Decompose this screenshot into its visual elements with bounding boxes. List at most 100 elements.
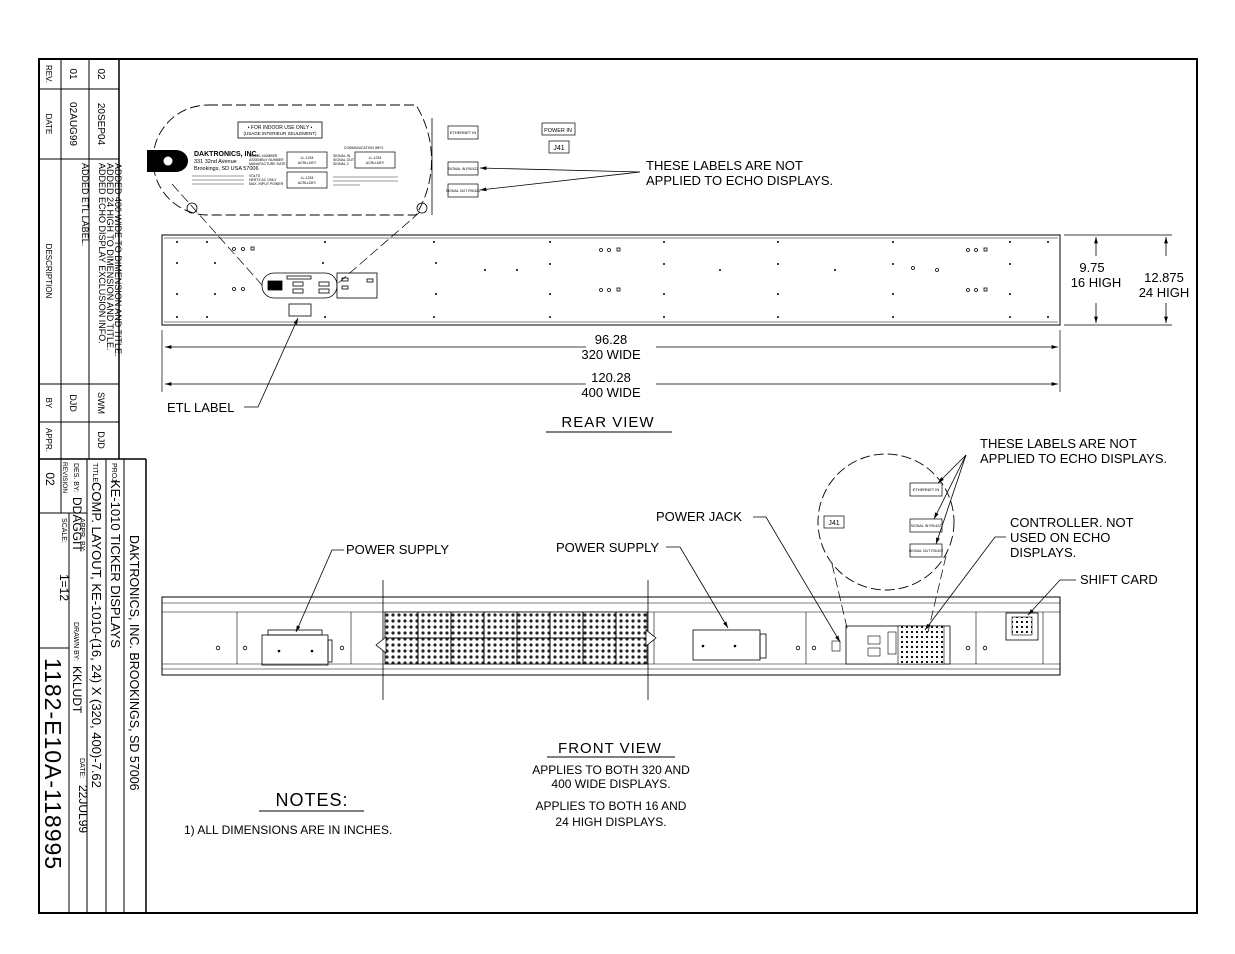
shift-card (1005, 612, 1039, 641)
applies-note-2b: 24 HIGH DISPLAYS. (555, 815, 666, 829)
rear-view-title: REAR VIEW (561, 414, 654, 431)
title-block: DAKTRONICS, INC. BROOKINGS, SD 57006 PRO… (39, 459, 147, 913)
rear-labels-note-1: THESE LABELS ARE NOT (646, 158, 803, 173)
title-value: COMP. LAYOUT, KE-1010-(16, 24) X (320, 4… (89, 482, 104, 788)
plate-model-code: ACRLLDEY (298, 161, 317, 165)
width-dim-2-desc: 400 WIDE (581, 385, 641, 400)
front-labels-note-1: THESE LABELS ARE NOT (980, 436, 1137, 451)
plate-sig-3: SIGNAL 2 (333, 162, 349, 166)
front-j41-label: J41 (828, 520, 839, 527)
front-ethernet-in-label: ETHERNET IN (913, 487, 940, 492)
width-dim-2-value: 120.28 (591, 370, 631, 385)
plate-screw-left (186, 202, 198, 214)
rear-labels-note-2: APPLIED TO ECHO DISPLAYS. (646, 173, 833, 188)
rev-row-1-rev: 01 (67, 68, 78, 80)
rear-ethernet-in-label: ETHERNET IN (450, 130, 477, 135)
plate-model-1: MODEL NUMBER (249, 154, 278, 158)
rev-row-1-date: 02AUG99 (67, 102, 78, 146)
scale-label: SCALE: (60, 518, 67, 543)
rev-header: REV. (44, 65, 53, 83)
controller-note-3: DISPLAYS. (1010, 545, 1076, 560)
drawing-number: 1182-E10A-118995 (40, 658, 66, 870)
rear-callout-outline (152, 104, 433, 216)
enlarged-serial-plate: • FOR INDOOR USE ONLY • (USAGE INTERIEUR… (147, 121, 576, 214)
front-signal-out-label: SIGNAL OUT RS/422 (909, 549, 944, 553)
plate-company-text: DAKTRONICS, INC. (194, 151, 259, 158)
drawn-by-value: KKLUDT (70, 666, 84, 714)
height-dim-1-desc: 16 HIGH (1071, 275, 1122, 290)
scale-value: 1=12 (57, 574, 71, 601)
description-header: DESCRIPTION (44, 244, 53, 299)
plate-screw-right (416, 202, 428, 214)
plate-sig-1: SIGNAL IN (333, 154, 351, 158)
plate-volts-code: ACRLLDEY (298, 181, 317, 185)
date-value: 22JUL99 (76, 785, 90, 833)
plate-address-2: Brookings, SD USA 57006 (194, 166, 259, 172)
date-header: DATE (44, 114, 53, 135)
controller-note-1: CONTROLLER. NOT (1010, 515, 1134, 530)
plate-address-1: 331 32nd Avenue (194, 159, 237, 165)
rev-row-2-description-2: ADDED 24 HIGH TO DIMENSION AND TITLE. (105, 163, 115, 351)
rear-power-in-label: POWER IN (544, 128, 572, 134)
plate-model-value: LL-1234 (301, 156, 314, 160)
controller-board (831, 625, 951, 665)
plate-model-3: MANUFACTURE DATE (249, 162, 286, 166)
plate-comm-info: COMMUNICATION INFO. (344, 146, 384, 150)
plate-sig-2: SIGNAL OUT (333, 158, 355, 162)
notes-title: NOTES: (275, 790, 348, 810)
rev-row-2-description-1: ADDED 400 WIDE TO DIMENSION AND TITLE. (113, 163, 123, 357)
applies-note-2a: APPLIES TO BOTH 16 AND (536, 799, 687, 813)
power-jack-label: POWER JACK (656, 509, 742, 524)
height-dim-1-value: 9.75 (1079, 260, 1104, 275)
indoor-use-fr-text: (USAGE INTERIEUR SEULEMENT) (243, 131, 317, 136)
revision-label: REVISION (61, 462, 68, 493)
power-supply-right (692, 629, 767, 661)
plate-volts-3: MAX. INPUT POWER (249, 182, 284, 186)
proj-value: KE-1010 TICKER DISPLAYS (108, 480, 123, 648)
power-supply-right-label: POWER SUPPLY (556, 540, 659, 555)
power-supply-left-label: POWER SUPPLY (346, 542, 449, 557)
rear-view: • FOR INDOOR USE ONLY • (USAGE INTERIEUR… (147, 104, 1189, 433)
plate-model-2: ASSEMBLY NUMBER (249, 158, 284, 162)
by-header: BY (44, 398, 53, 409)
proj-label: PROJ: (110, 463, 117, 484)
note-item-1: 1) ALL DIMENSIONS ARE IN INCHES. (184, 823, 392, 837)
shift-card-label: SHIFT CARD (1080, 572, 1158, 587)
rev-row-2-description-3: ADDED ECHO DISPLAY EXCLUSION INFO. (97, 163, 107, 344)
des-by-label: DES. BY: (72, 463, 79, 492)
plate-volts-value: LL-1234 (301, 176, 314, 180)
front-labels-note-2: APPLIED TO ECHO DISPLAYS. (980, 451, 1167, 466)
rev-row-2-rev: 02 (95, 68, 106, 80)
width-dim-1-desc: 320 WIDE (581, 347, 641, 362)
front-view-title: FRONT VIEW (558, 740, 662, 757)
plate-sig-value: LL-1234 (369, 156, 382, 160)
rev-row-1-by: DJD (68, 394, 78, 412)
date-label: DATE: (78, 758, 85, 778)
rear-j41-label: J41 (553, 145, 564, 152)
height-dim-2-value: 12.875 (1144, 270, 1184, 285)
rev-row-2-date: 20SEP04 (95, 103, 106, 146)
indoor-use-text: • FOR INDOOR USE ONLY • (248, 125, 313, 131)
rear-panel (161, 234, 1061, 326)
controller-note-2: USED ON ECHO (1010, 530, 1110, 545)
rear-signal-in-label: SIGNAL IN RS/422 (448, 167, 479, 171)
notes-section: NOTES: 1) ALL DIMENSIONS ARE IN INCHES. (184, 790, 392, 837)
rev-row-2-appr: DJD (96, 431, 106, 449)
rear-small-plate (261, 272, 378, 299)
width-dim-1-value: 96.28 (595, 332, 628, 347)
etl-label-text: ETL LABEL (167, 400, 234, 415)
plate-sig-code: ACRLLDEY (366, 161, 385, 165)
rear-panel-dots (176, 241, 1049, 318)
rev-row-1-description: ADDED ETL LABEL. (80, 163, 90, 246)
front-view: J41 ETHERNET IN SIGNAL IN RS/422 SIGNAL … (161, 436, 1167, 829)
sheet-border (38, 58, 1198, 914)
plate-volts-2: HERTZ AC ONLY (249, 178, 277, 182)
front-signal-in-label: SIGNAL IN RS/422 (911, 524, 942, 528)
rear-panel-holes (232, 246, 988, 292)
etl-label-box (288, 303, 312, 317)
revision-table: REV. DATE DESCRIPTION BY APPR. 01 02AUG9… (39, 59, 146, 460)
company-name: DAKTRONICS, INC. BROOKINGS, SD 57006 (127, 535, 141, 791)
rear-signal-out-label: SIGNAL OUT RS/422 (446, 189, 481, 193)
applies-note-1b: 400 WIDE DISPLAYS. (551, 777, 670, 791)
